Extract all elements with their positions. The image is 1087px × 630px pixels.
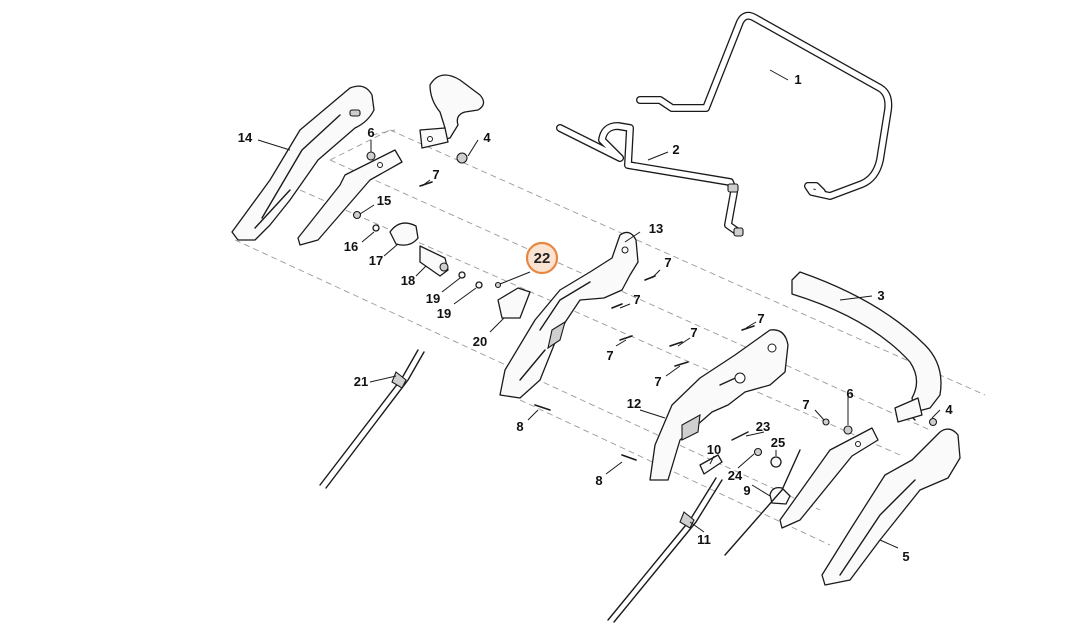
part-7-screw-right xyxy=(822,418,830,426)
part-12-right-housing xyxy=(649,329,789,481)
label-part-6-right: 6 xyxy=(846,386,853,401)
part-19-washer-a xyxy=(458,271,466,279)
part-25-bushing xyxy=(770,456,782,468)
label-part-22: 22 xyxy=(534,250,551,267)
part-3-grip-handle xyxy=(791,271,942,423)
part-10-lever xyxy=(699,454,723,475)
part-5-right-cover xyxy=(821,428,961,586)
label-part-7-h: 7 xyxy=(802,397,809,412)
label-part-4-right: 4 xyxy=(945,402,953,417)
part-16-washer xyxy=(372,224,380,232)
label-part-25: 25 xyxy=(771,435,785,450)
label-part-4-top: 4 xyxy=(483,130,491,145)
label-part-12: 12 xyxy=(627,396,641,411)
label-part-7-e: 7 xyxy=(690,325,697,340)
label-part-7-a: 7 xyxy=(432,167,439,182)
leader-lines xyxy=(257,69,941,549)
part-22-screw xyxy=(494,281,502,289)
label-part-19-b: 19 xyxy=(437,306,451,321)
part-19-washer-b xyxy=(475,281,483,289)
label-part-16: 16 xyxy=(344,239,358,254)
label-part-7-f: 7 xyxy=(654,374,661,389)
part-14-left-cover xyxy=(231,85,375,241)
label-part-14: 14 xyxy=(238,130,253,145)
label-part-2: 2 xyxy=(672,142,679,157)
part-mount-bracket-left xyxy=(297,149,403,246)
part-24-nut xyxy=(753,447,763,457)
part-4-knob-right xyxy=(928,417,938,427)
label-part-3: 3 xyxy=(877,288,884,303)
part-2-control-bail xyxy=(556,122,744,237)
part-17-knob xyxy=(389,222,419,246)
label-part-9: 9 xyxy=(743,483,750,498)
label-part-7-g: 7 xyxy=(757,311,764,326)
label-part-1: 1 xyxy=(794,72,801,87)
part-23-bolt xyxy=(731,431,749,441)
label-part-23: 23 xyxy=(756,419,770,434)
label-part-15: 15 xyxy=(377,193,391,208)
label-part-8-b: 8 xyxy=(595,473,602,488)
label-part-21: 21 xyxy=(354,374,368,389)
small-hardware-right xyxy=(699,417,938,505)
label-part-20: 20 xyxy=(473,334,487,349)
label-part-18: 18 xyxy=(401,273,415,288)
small-hardware-left xyxy=(352,210,531,319)
label-part-7-d: 7 xyxy=(606,348,613,363)
label-part-17: 17 xyxy=(369,253,383,268)
part-1-upper-handle xyxy=(636,11,893,200)
label-part-11: 11 xyxy=(697,532,711,547)
cables xyxy=(319,349,801,623)
part-21-cable xyxy=(319,349,419,486)
part-13-control-housing xyxy=(499,231,639,399)
label-part-24: 24 xyxy=(728,468,743,483)
label-part-5: 5 xyxy=(902,549,909,564)
part-9-clamp xyxy=(769,487,791,505)
part-4-handle-clamp-top xyxy=(419,74,485,164)
part-20-clip xyxy=(497,287,531,319)
part-11-cable xyxy=(607,477,717,621)
label-part-7-b: 7 xyxy=(664,255,671,270)
label-part-13: 13 xyxy=(649,221,663,236)
label-part-7-c: 7 xyxy=(633,292,640,307)
part-mount-bracket-right xyxy=(779,425,879,529)
label-part-8-a: 8 xyxy=(516,419,523,434)
highlight-circle-22 xyxy=(525,241,559,275)
part-labels: 1 2 3 4 4 5 6 6 7 7 7 7 7 7 7 7 8 8 9 10… xyxy=(238,72,954,564)
label-part-6-left: 6 xyxy=(367,125,374,140)
label-part-10: 10 xyxy=(707,442,721,457)
part-15-screw xyxy=(352,210,362,220)
label-part-19-a: 19 xyxy=(426,291,440,306)
